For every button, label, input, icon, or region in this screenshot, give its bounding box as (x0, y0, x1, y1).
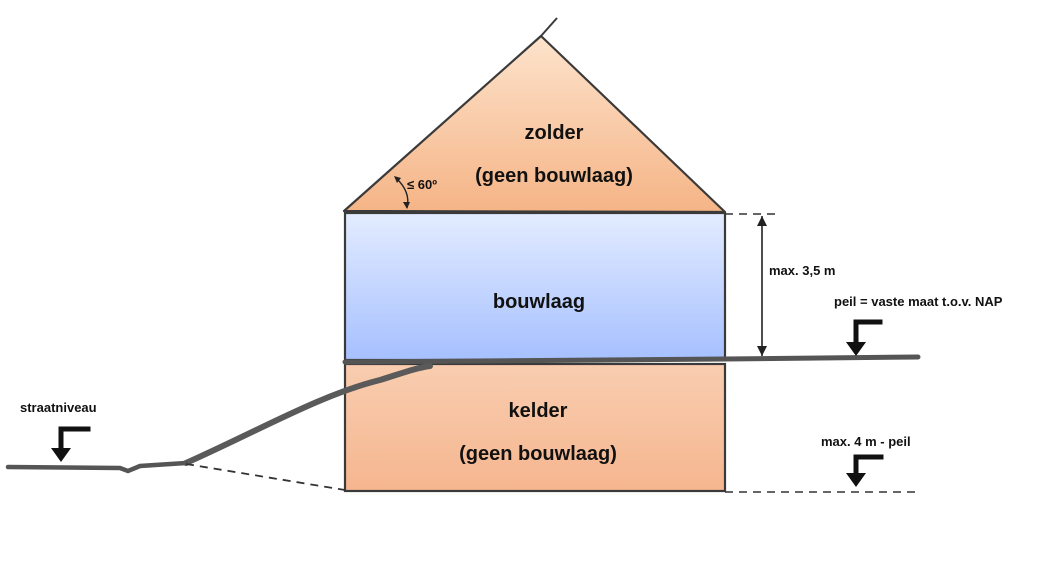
peil-label: peil = vaste maat t.o.v. NAP (834, 294, 1003, 309)
straatniveau-level-marker (51, 426, 91, 462)
kelder-depth-label: max. 4 m - peil (821, 434, 911, 449)
kelder-basement (343, 362, 727, 493)
zolder-roof (342, 34, 727, 214)
bouwlaag-floor (343, 211, 727, 362)
straatniveau-label: straatniveau (20, 400, 97, 415)
peil-level-marker (846, 319, 883, 356)
peil-ground-line (342, 354, 921, 365)
street-ground-line (5, 460, 189, 474)
bouwlaag-height-label: max. 3,5 m (769, 263, 836, 278)
height-arrow-bottom (757, 346, 767, 356)
roof-ridge-tick (540, 17, 558, 37)
kelder-label: kelder (509, 400, 568, 422)
height-arrow-top (757, 216, 767, 226)
zolder-label: zolder (525, 122, 584, 144)
street-ramp (183, 363, 433, 466)
arc-arrow-bottom (403, 202, 410, 209)
arc-arrow-top (394, 176, 401, 183)
roof-angle-label: ≤ 60º (407, 177, 437, 192)
zolder-note: (geen bouwlaag) (475, 165, 633, 187)
bouwlaag-label: bouwlaag (493, 291, 585, 313)
kelder-note: (geen bouwlaag) (459, 443, 617, 465)
kelder-level-marker (846, 454, 884, 487)
dashed-street-extension (185, 463, 346, 491)
